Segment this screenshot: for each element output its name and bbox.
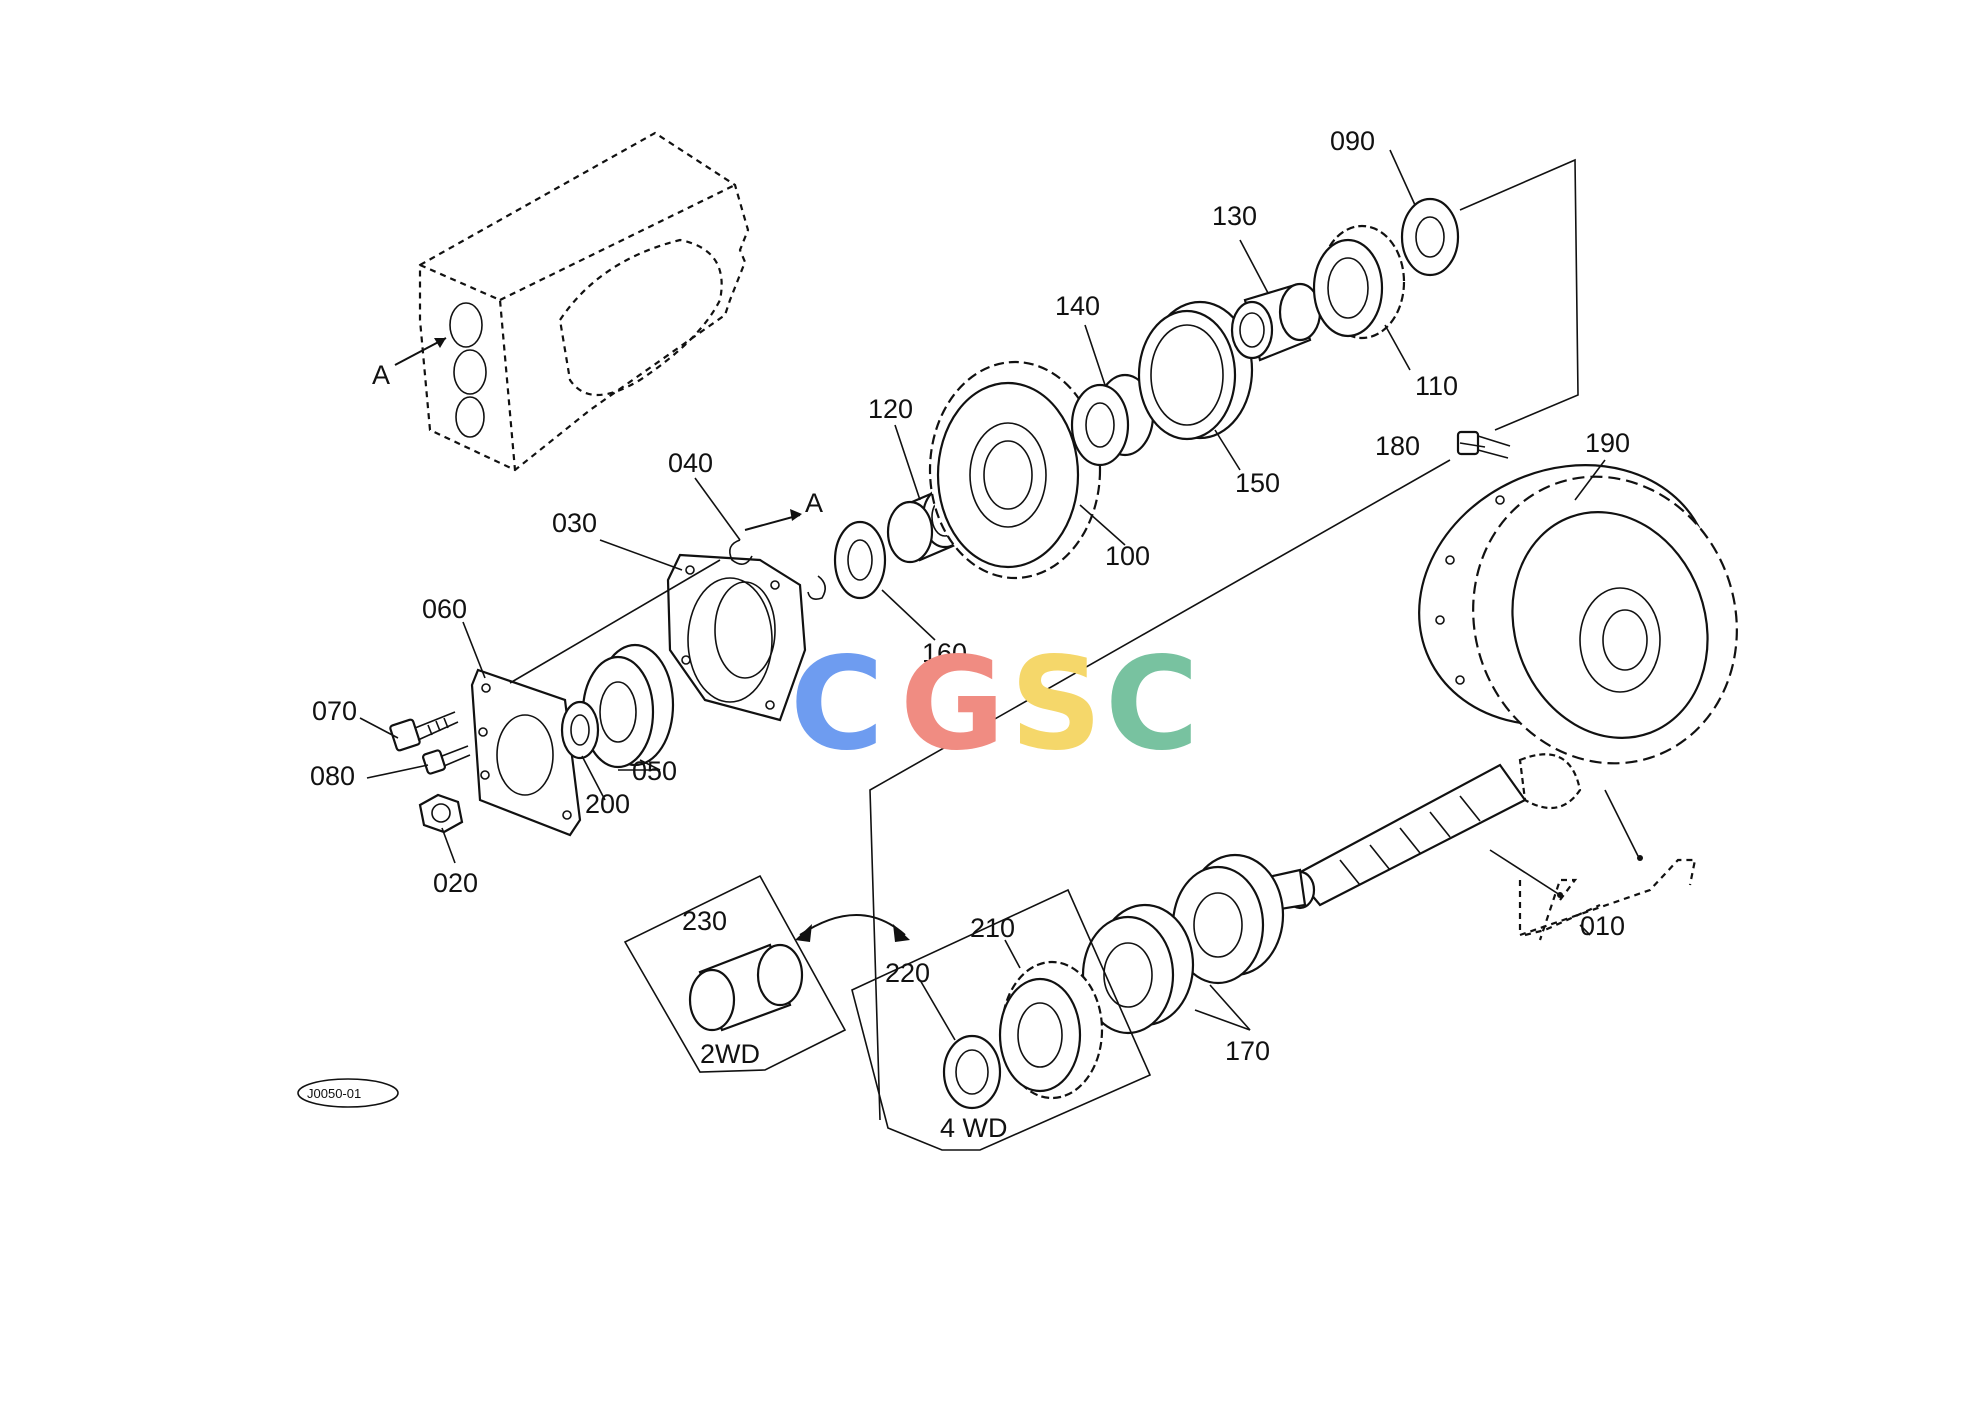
- ball-bearing-170: [1081, 853, 1285, 1035]
- part-label-020: 020: [433, 868, 478, 898]
- watermark-letter-g: G: [900, 630, 1005, 779]
- part-label-070: 070: [312, 696, 357, 726]
- leader-lines: [359, 149, 1606, 1041]
- part-label-160: 160: [922, 638, 967, 668]
- drawing-code: J0050-01: [307, 1086, 361, 1101]
- part-label-230: 230: [682, 906, 727, 936]
- part-label-150: 150: [1235, 468, 1280, 498]
- spacer-230: [688, 943, 804, 1032]
- variant-4wd-box: 4 WD: [851, 888, 1152, 1151]
- part-label-050: 050: [632, 756, 677, 786]
- gear-110: [1312, 224, 1406, 340]
- part-label-010: 010: [1580, 911, 1625, 941]
- cover-plate-060: [470, 668, 582, 837]
- watermark-letter-s: S: [1010, 630, 1102, 779]
- assembly-bracket: [509, 158, 1579, 1121]
- drawing-code-badge: J0050-01: [297, 1078, 399, 1108]
- differential-010: [1247, 464, 1738, 914]
- view-arrow-a-label: A: [805, 488, 823, 518]
- variant-swap-arrow: [795, 914, 910, 942]
- bolt-070: [389, 711, 459, 752]
- part-label-130: 130: [1212, 201, 1257, 231]
- nut-020: [418, 793, 464, 834]
- gear-100: [928, 360, 1102, 580]
- variant-2wd-box: 2WD: [623, 874, 847, 1073]
- part-label-040: 040: [668, 448, 713, 478]
- thrust-washer-090: [1400, 197, 1460, 277]
- part-label-200: 200: [585, 789, 630, 819]
- bolt-180: [1456, 430, 1511, 459]
- snap-ring-040: [729, 539, 826, 685]
- part-label-210: 210: [970, 913, 1015, 943]
- bolt-080: [422, 745, 471, 775]
- part-label-190: 190: [1585, 428, 1630, 458]
- seal-200: [560, 700, 600, 760]
- part-number-labels: 090 130 140 110 120 150 180 190 100 040 …: [310, 126, 1630, 1066]
- view-arrow-a: A: [744, 488, 823, 531]
- part-label-220: 220: [885, 958, 930, 988]
- part-label-180: 180: [1375, 431, 1420, 461]
- watermark-letter-c1: C: [790, 630, 884, 779]
- part-label-080: 080: [310, 761, 355, 791]
- differential-010-callout: [1489, 789, 1697, 941]
- bearing-050: [581, 643, 675, 769]
- part-label-170: 170: [1225, 1036, 1270, 1066]
- part-label-120: 120: [868, 394, 913, 424]
- needle-bearing-140: [1070, 373, 1155, 467]
- view-marker-a-label: A: [372, 360, 390, 390]
- watermark-logo: C G S C: [790, 630, 1199, 779]
- needle-bearing-130: [1230, 282, 1322, 362]
- transmission-case: [418, 131, 750, 472]
- gear-210: [998, 960, 1104, 1100]
- part-label-100: 100: [1105, 541, 1150, 571]
- collar-220: [942, 1034, 1002, 1110]
- part-label-140: 140: [1055, 291, 1100, 321]
- variant-4wd-label: 4 WD: [940, 1113, 1008, 1143]
- watermark-letter-c2: C: [1105, 630, 1199, 779]
- housing-030: [666, 553, 807, 722]
- part-label-110: 110: [1415, 371, 1458, 401]
- part-label-030: 030: [552, 508, 597, 538]
- view-marker-a: A: [372, 337, 447, 390]
- part-label-090: 090: [1330, 126, 1375, 156]
- variant-2wd-label: 2WD: [700, 1039, 760, 1069]
- collar-160: [833, 520, 887, 600]
- part-label-060: 060: [422, 594, 467, 624]
- shifter-ring-150: [1137, 300, 1254, 441]
